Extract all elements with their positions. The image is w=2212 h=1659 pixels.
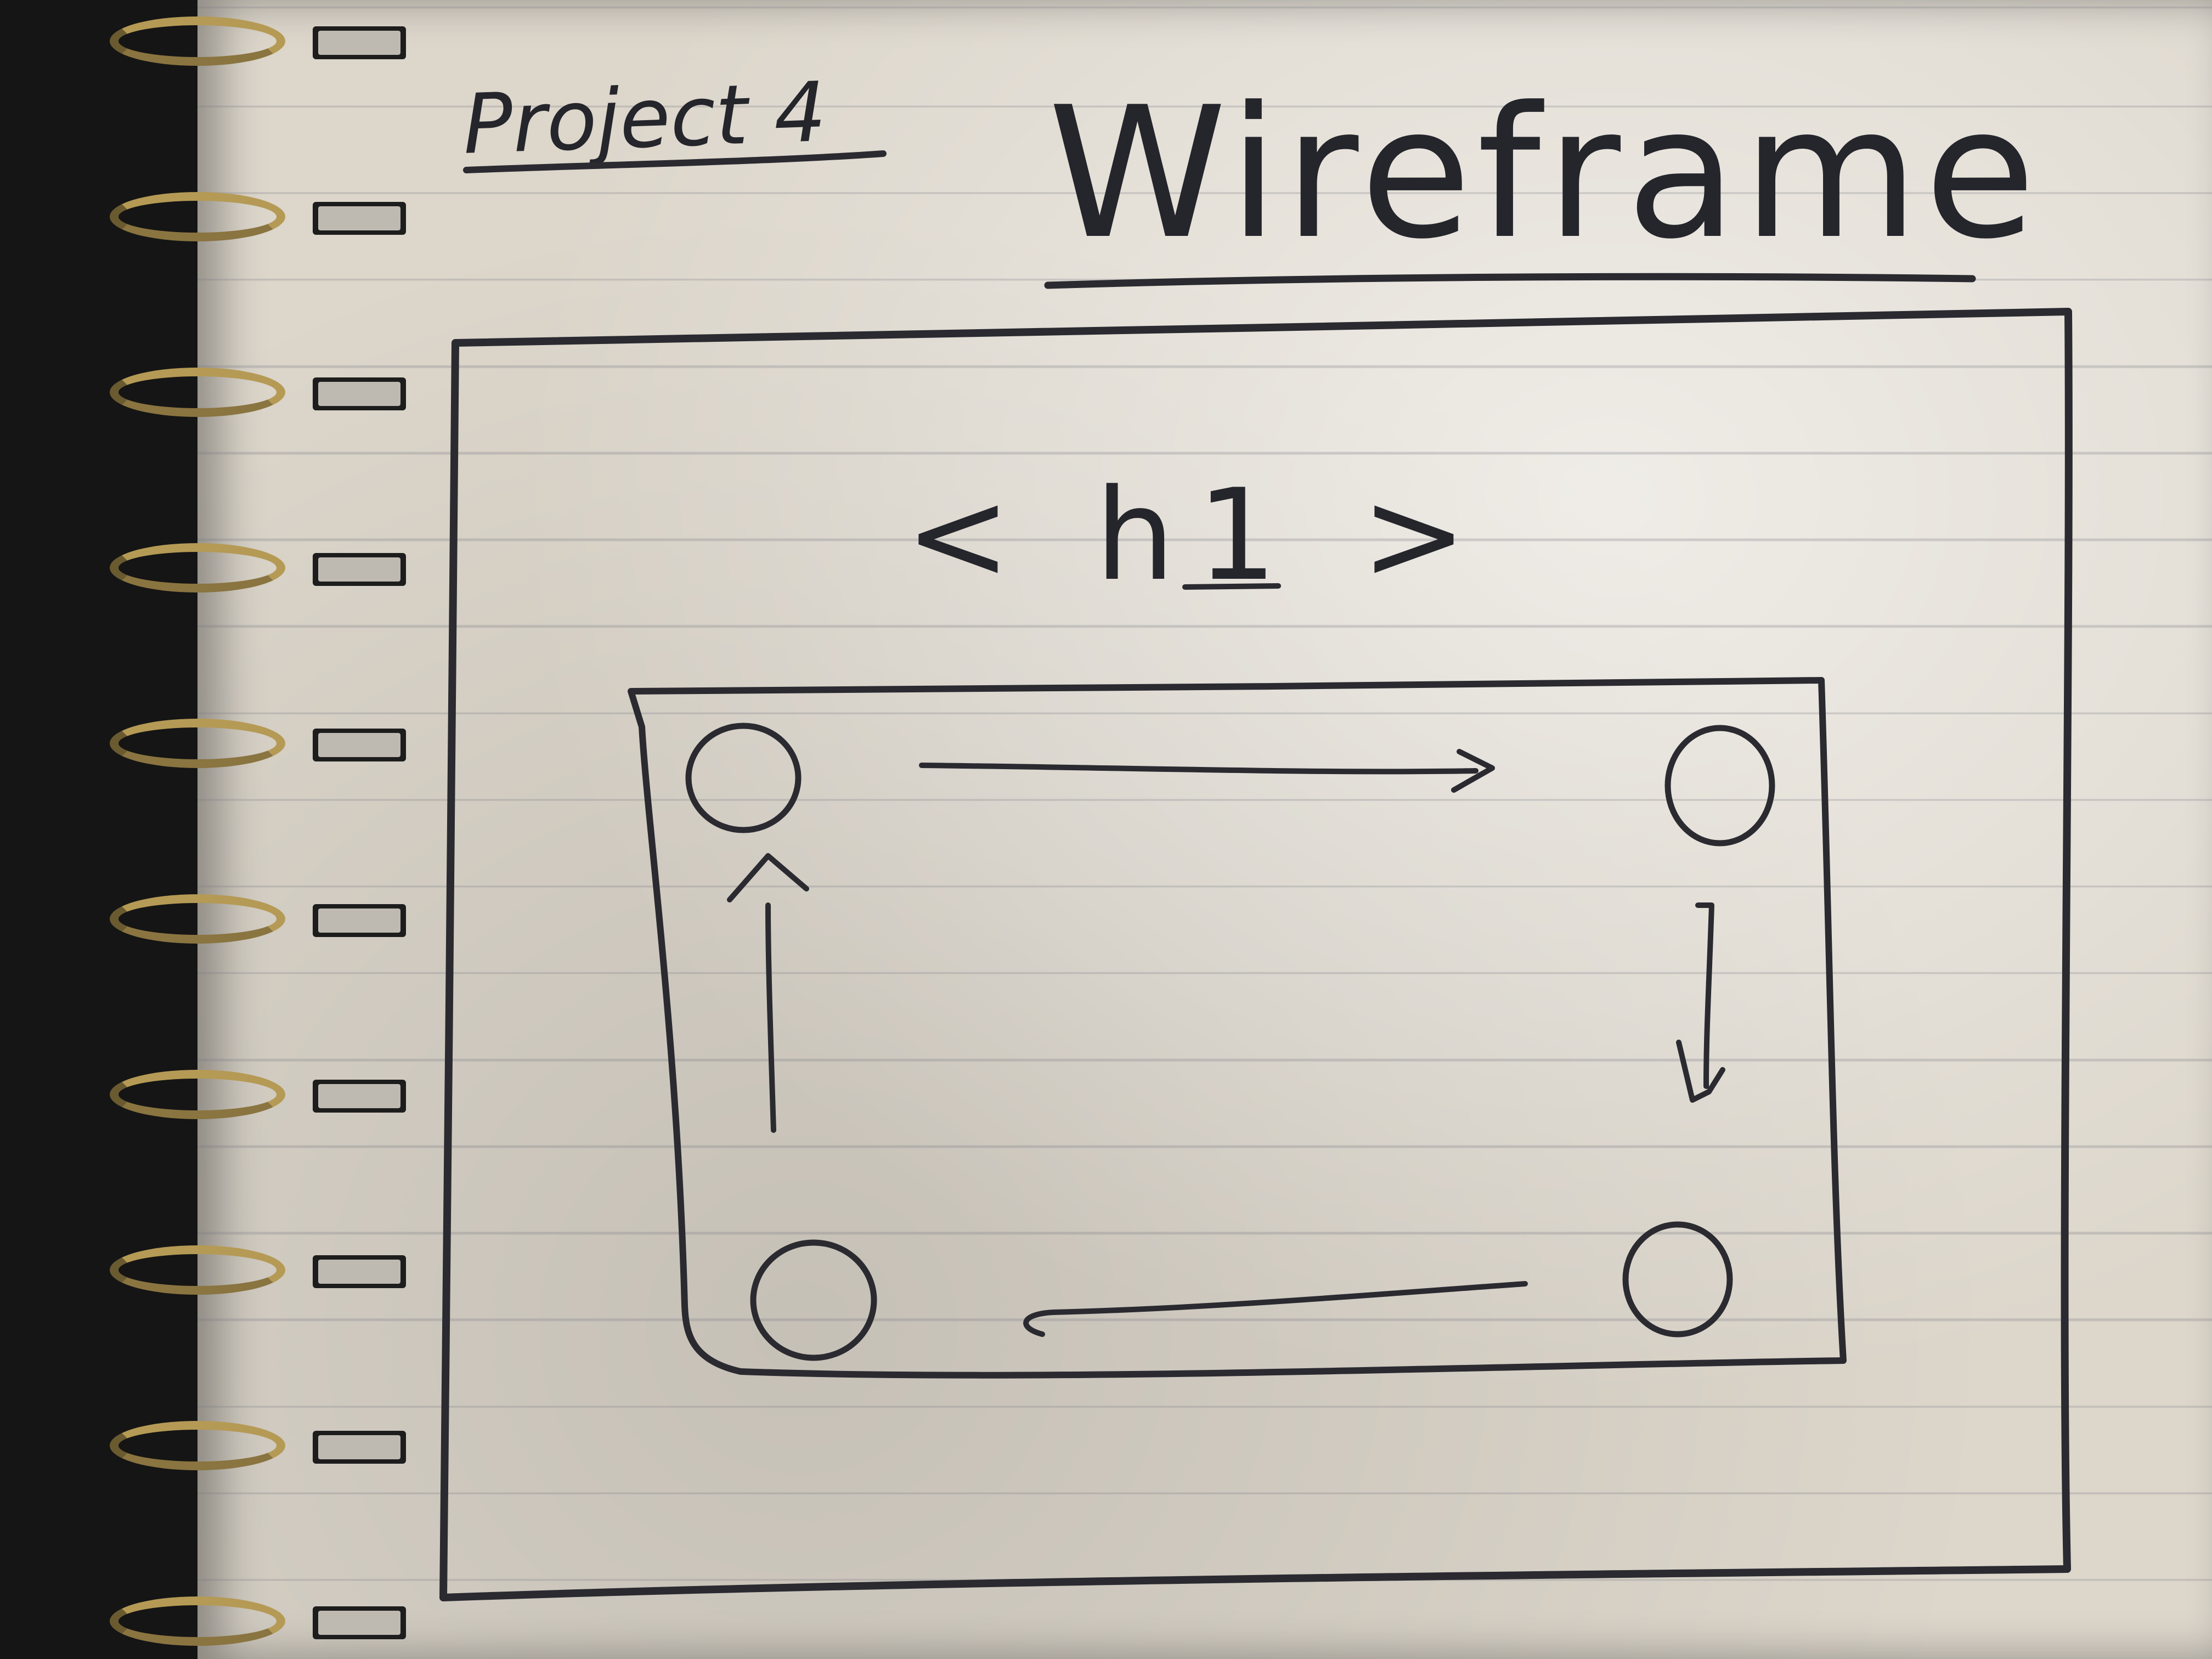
carousel-dots bbox=[685, 723, 1775, 1361]
spiral-coil bbox=[110, 713, 406, 779]
spiral-coil bbox=[110, 11, 406, 77]
heading-underline bbox=[1182, 583, 1281, 590]
project-label: Project 4 bbox=[461, 65, 828, 173]
coil-hole bbox=[313, 904, 406, 937]
spiral-binding bbox=[0, 0, 406, 1659]
page-title: Wireframe bbox=[1048, 68, 2041, 279]
arrow-up bbox=[727, 853, 809, 1133]
spiral-coil bbox=[110, 889, 406, 955]
carousel-container bbox=[628, 677, 1847, 1379]
coil-hole bbox=[313, 553, 406, 586]
coil-hole bbox=[313, 1080, 406, 1113]
spiral-coil bbox=[110, 1591, 406, 1657]
spiral-coil bbox=[110, 1240, 406, 1306]
coil-hole bbox=[313, 1606, 406, 1639]
project-label-underline bbox=[463, 150, 887, 173]
dot-top-right bbox=[1664, 725, 1775, 847]
dot-bottom-left bbox=[750, 1239, 877, 1361]
spiral-coil bbox=[110, 1415, 406, 1481]
dot-bottom-right bbox=[1622, 1221, 1733, 1338]
spiral-coil bbox=[110, 1064, 406, 1130]
arrow-right bbox=[919, 749, 1495, 793]
spiral-coil bbox=[110, 362, 406, 428]
arrow-left bbox=[1023, 1281, 1528, 1337]
page-title-underline bbox=[1044, 273, 1976, 289]
outer-frame bbox=[439, 308, 2073, 1601]
carousel-arrows bbox=[727, 749, 1725, 1337]
dot-top-left bbox=[685, 723, 802, 833]
spiral-coil bbox=[110, 187, 406, 252]
coil-hole bbox=[313, 202, 406, 235]
coil-hole bbox=[313, 377, 406, 410]
arrow-down bbox=[1676, 902, 1725, 1103]
coil-hole bbox=[313, 729, 406, 761]
spiral-coil bbox=[110, 538, 406, 603]
coil-hole bbox=[313, 26, 406, 59]
coil-hole bbox=[313, 1255, 406, 1288]
coil-hole bbox=[313, 1431, 406, 1464]
